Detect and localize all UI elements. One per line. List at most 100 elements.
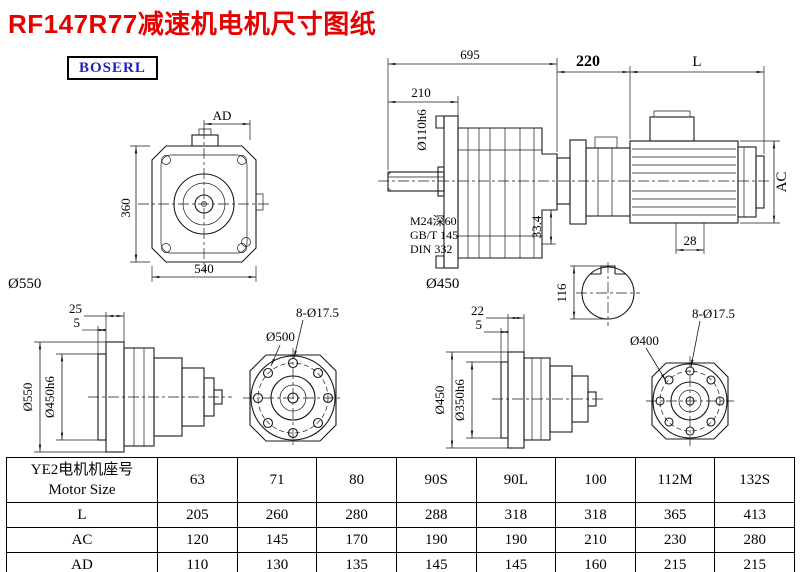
note-gbt145: GB/T 145 xyxy=(410,228,458,242)
table-row-AC: AC 120 145 170 190 190 210 230 280 xyxy=(6,527,795,553)
bolt-hole xyxy=(715,396,725,406)
dim-500: Ø500 xyxy=(266,329,295,344)
bolt-hole xyxy=(312,367,324,379)
note-din332: DIN 332 xyxy=(410,242,452,256)
table-cell: 130 xyxy=(236,552,318,572)
brake-details xyxy=(597,148,613,216)
size-column-63: 63 xyxy=(157,457,238,503)
shaft-stub xyxy=(587,391,597,407)
leader-500 xyxy=(270,344,281,367)
bolt-hole xyxy=(252,392,264,404)
shaft-circle xyxy=(287,392,299,404)
flange-front-view-500: 8-Ø17.5 Ø500 xyxy=(243,305,343,448)
dim-22: 22 xyxy=(471,303,484,318)
dim-L: L xyxy=(692,54,701,70)
body-ribs xyxy=(133,348,145,446)
brake-top-box xyxy=(594,136,618,149)
bolt-circle xyxy=(257,362,329,434)
bolt-hole xyxy=(685,426,695,436)
dimension-table: YE2电机机座号 Motor Size 63 71 80 90S 90L 100… xyxy=(6,457,795,572)
flange-outer-circle xyxy=(250,355,336,441)
front-ext-lines xyxy=(130,120,257,282)
dim-25: 25 xyxy=(69,301,82,316)
flange-front-view-400: 8-Ø17.5 Ø400 xyxy=(630,306,735,446)
brake-housing xyxy=(585,147,631,217)
dim-540: 540 xyxy=(194,261,214,276)
dim-334: 33.4 xyxy=(529,215,544,238)
table-cell: 190 xyxy=(475,527,557,553)
table-row-AD: AD 110 130 135 145 145 160 215 215 xyxy=(6,552,795,572)
gearbox-side-view: 695 210 Ø110h6 M24深60 GB/T 145 DIN 332 3… xyxy=(387,47,558,292)
size-column-90l: 90L xyxy=(475,457,557,503)
header-line-cn: YE2电机机座号 xyxy=(30,462,134,478)
motor-cooling-fins xyxy=(632,148,736,216)
table-cell: 280 xyxy=(714,527,795,553)
dim-220: 220 xyxy=(576,53,600,70)
motor-size-header: YE2电机机座号 Motor Size xyxy=(6,457,158,503)
bore-circle xyxy=(678,389,702,413)
note-m24: M24深60 xyxy=(410,214,457,228)
mount-plate-outline xyxy=(249,354,337,442)
row-label-AD: AD xyxy=(6,552,158,572)
bolt-hole xyxy=(664,417,674,427)
dim-116: 116 xyxy=(554,283,569,303)
housing-outline xyxy=(457,127,558,259)
label-diameter-450: Ø450 xyxy=(426,276,459,292)
fan-cover xyxy=(737,146,757,218)
size-column-90s: 90S xyxy=(395,457,477,503)
table-cell: 110 xyxy=(157,552,238,572)
leader-bolt-holes xyxy=(293,319,304,359)
output-shaft-section: 116 xyxy=(554,262,640,326)
housing-ribs xyxy=(458,128,542,258)
table-row-L: L 205 260 280 288 318 318 365 413 xyxy=(6,502,795,528)
ext-lines xyxy=(34,312,125,453)
spigot-circle xyxy=(270,375,316,421)
table-cell: 135 xyxy=(316,552,397,572)
spigot-circle xyxy=(670,381,710,421)
table-cell: 145 xyxy=(395,552,477,572)
front-side-tab xyxy=(256,193,264,211)
bolt-hole xyxy=(706,417,716,427)
spigot-ring xyxy=(500,361,509,439)
dim-350h6-vertical: Ø350h6 xyxy=(452,379,467,421)
size-column-80: 80 xyxy=(316,457,397,503)
crosshair-centerlines xyxy=(646,356,734,446)
front-top-boss xyxy=(191,134,219,147)
fan-end-cap xyxy=(755,155,765,209)
header-line-en: Motor Size xyxy=(48,482,116,498)
table-cell: 210 xyxy=(555,527,636,553)
table-cell: 160 xyxy=(555,552,636,572)
dim-550-vertical: Ø550 xyxy=(20,383,35,412)
crosshair-centerlines xyxy=(243,348,343,448)
shaft-collar xyxy=(437,166,445,197)
bolt-hole xyxy=(287,427,299,439)
page-title: RF147R77减速机电机尺寸图纸 xyxy=(8,9,377,39)
dim-shaft-diameter: Ø110h6 xyxy=(414,109,429,151)
row-label-L: L xyxy=(6,502,158,528)
terminal-box-lid xyxy=(653,110,691,117)
side-ext-lines xyxy=(387,58,558,245)
flange-side-view-450: 22 5 Ø450 Ø350h6 xyxy=(432,303,604,449)
bolt-circle xyxy=(659,370,721,432)
dim-ac: AC xyxy=(774,172,790,193)
motor-view: 220 L AC 28 xyxy=(556,53,790,254)
dim-5b: 5 xyxy=(476,317,483,332)
dim-450h6-vertical: Ø450h6 xyxy=(42,376,57,418)
flange-outer-circle xyxy=(652,363,728,439)
table-cell: 145 xyxy=(475,552,557,572)
label-bolt-holes-500: 8-Ø17.5 xyxy=(296,305,339,320)
body-ribs xyxy=(531,358,542,440)
table-cell: 318 xyxy=(555,502,636,528)
dim-210: 210 xyxy=(411,85,431,100)
bolt-hole xyxy=(685,366,695,376)
table-cell: 215 xyxy=(714,552,795,572)
dim-5: 5 xyxy=(74,315,81,330)
table-cell: 365 xyxy=(634,502,716,528)
dim-695: 695 xyxy=(460,47,480,62)
table-cell: 215 xyxy=(634,552,716,572)
boserl-logo: BOSERL xyxy=(67,56,158,80)
table-cell: 260 xyxy=(236,502,318,528)
table-cell: 205 xyxy=(157,502,238,528)
label-bolt-holes-400: 8-Ø17.5 xyxy=(692,306,735,321)
